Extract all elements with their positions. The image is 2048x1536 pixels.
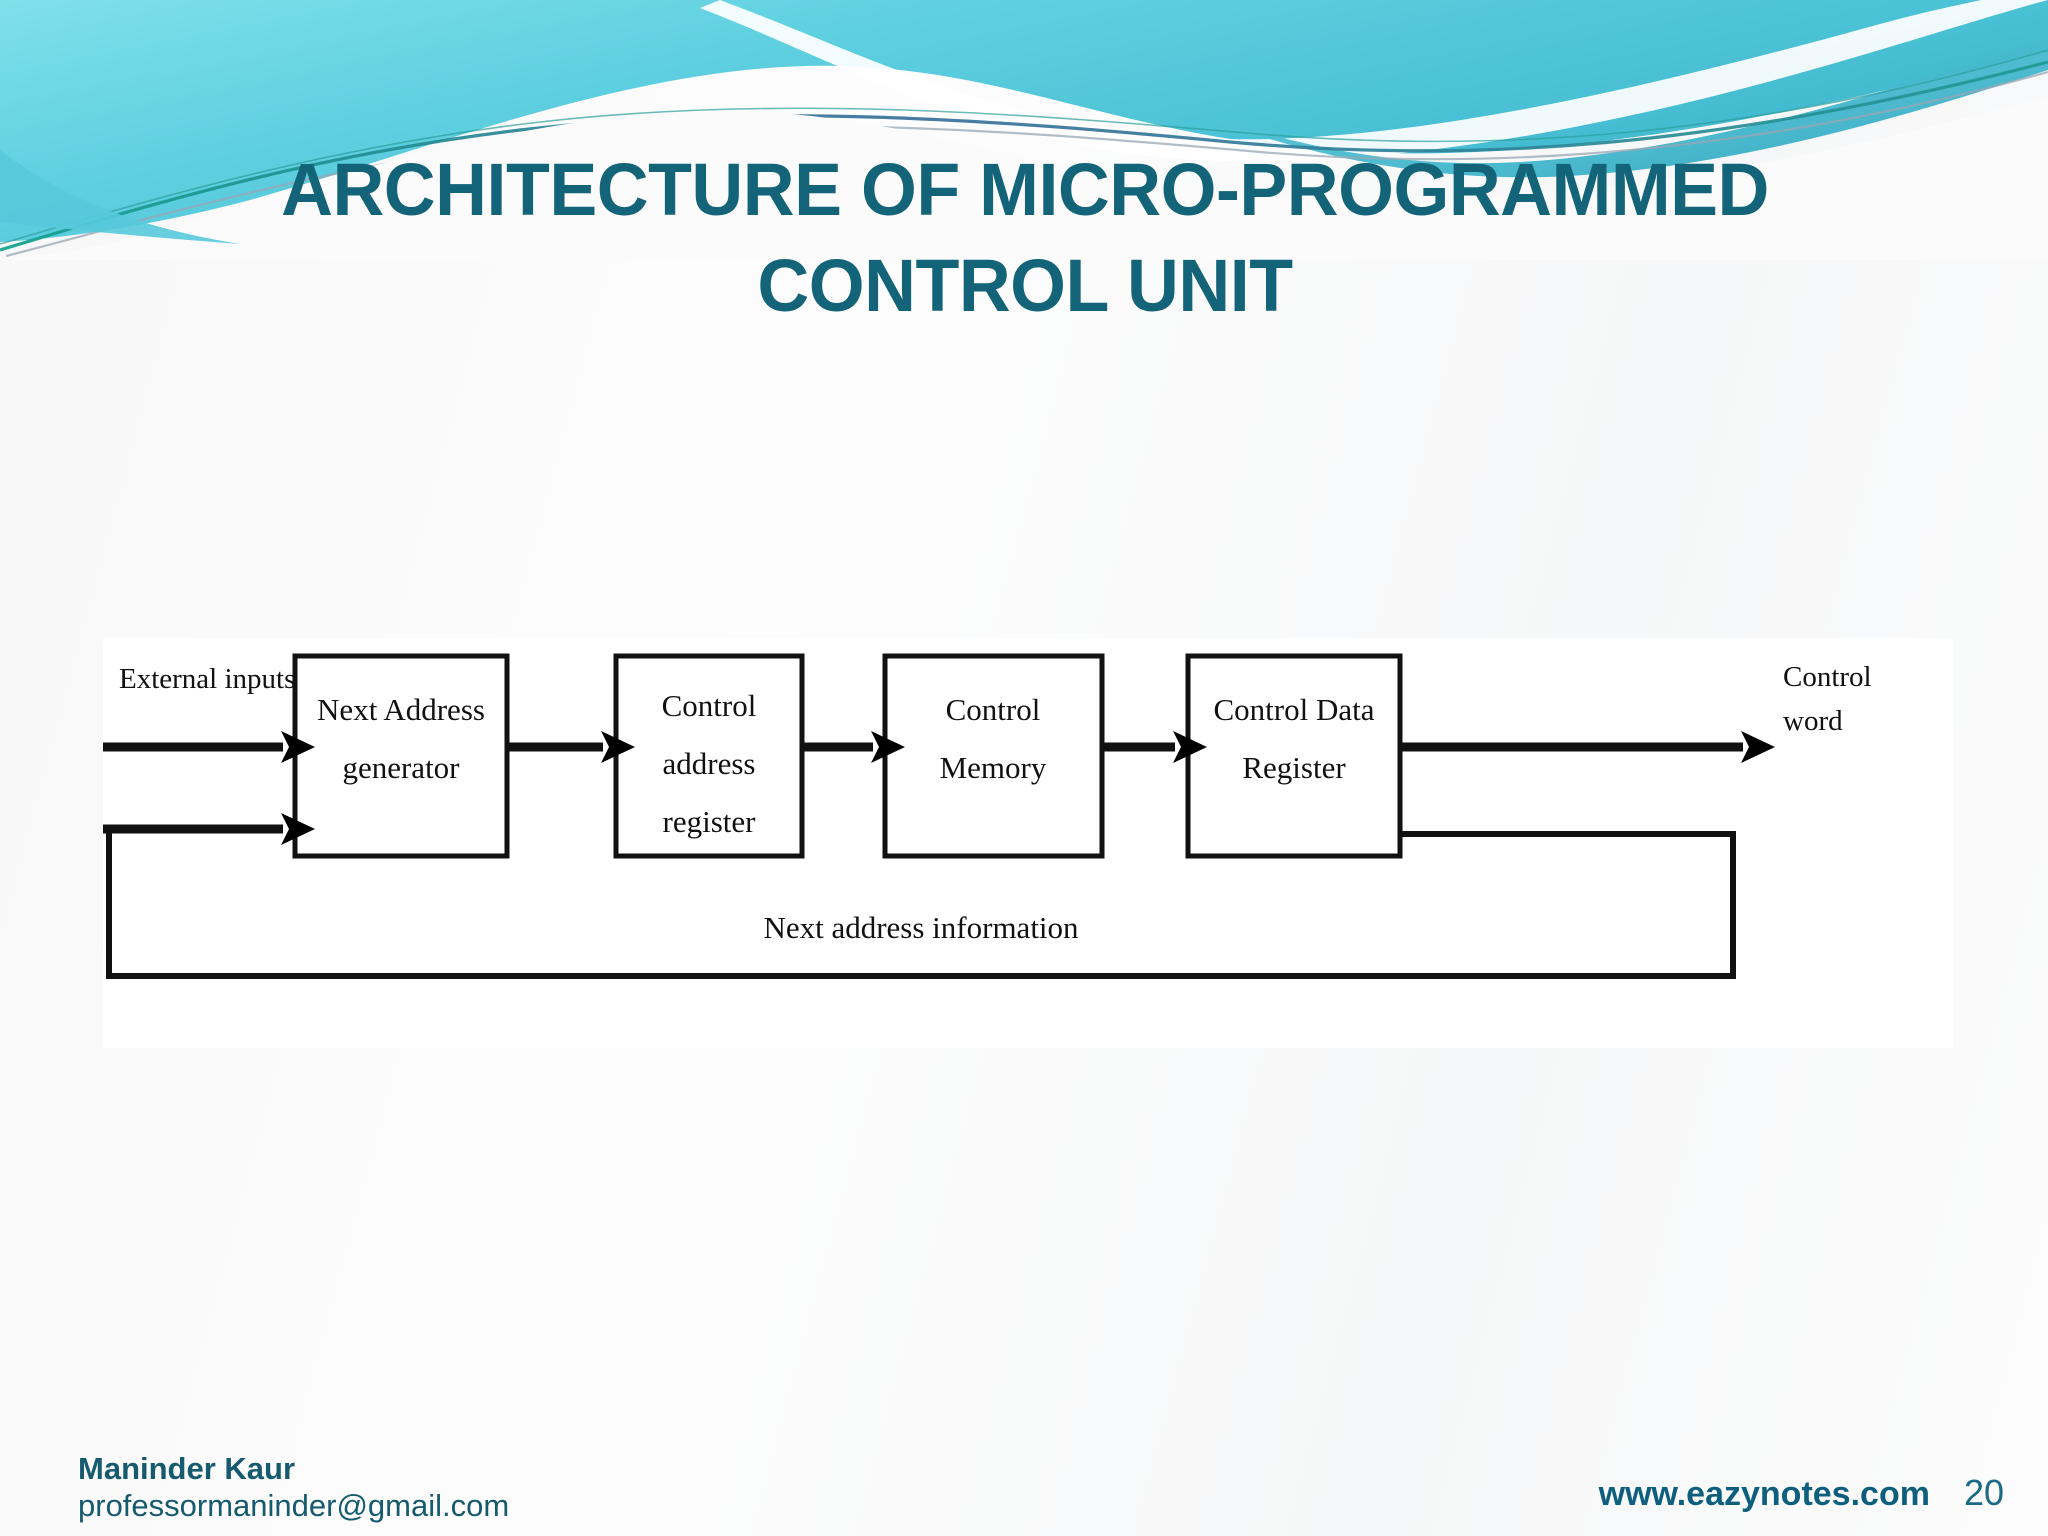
page-title-line-2: CONTROL UNIT bbox=[757, 244, 1293, 327]
feedback-bus-path bbox=[106, 829, 1736, 979]
block-label-next-address-generator-line-1: Next Address bbox=[317, 692, 485, 727]
block-label-control-data-register-line-1: Control Data bbox=[1214, 692, 1375, 727]
footer-page-number: 20 bbox=[1963, 1472, 2004, 1513]
architecture-block-diagram: External inputs Control word Next Addres… bbox=[103, 638, 1953, 1048]
wave-hairline-1 bbox=[0, 60, 2048, 252]
footer-site-block: www.eazynotes.com 20 bbox=[1599, 1472, 2004, 1514]
footer-website-link[interactable]: www.eazynotes.com bbox=[1598, 1475, 1930, 1513]
block-label-control-data-register-line-2: Register bbox=[1242, 750, 1346, 785]
block-label-control-address-register-line-2: address bbox=[663, 746, 756, 781]
control-word-label-line-2: word bbox=[1783, 705, 1843, 737]
wave-band-primary bbox=[0, 0, 2048, 242]
block-control-data-register bbox=[1185, 653, 1403, 859]
footer-author-email: professormaninder@gmail.com bbox=[78, 1488, 510, 1524]
block-label-control-memory-line-2: Memory bbox=[940, 750, 1047, 785]
footer-author-name: Maninder Kaur bbox=[78, 1451, 296, 1486]
wave-hairline-2 bbox=[5, 70, 2048, 258]
control-word-output-head bbox=[1741, 731, 1775, 763]
block-next-address-generator bbox=[292, 653, 510, 859]
block-control-memory bbox=[882, 653, 1105, 859]
wave-hairline-3 bbox=[0, 49, 2048, 245]
page-title-line-1: ARCHITECTURE OF MICRO-PROGRAMMED bbox=[281, 148, 1769, 231]
arrow-nag-to-car-head bbox=[601, 731, 635, 763]
wave-left-white-sweep bbox=[0, 96, 2048, 260]
external-input-arrow-top-head bbox=[281, 731, 315, 763]
block-label-next-address-generator-line-2: generator bbox=[342, 750, 460, 785]
header-wave-decoration bbox=[0, 0, 2048, 260]
block-label-control-address-register-line-3: register bbox=[663, 804, 757, 839]
feedback-bus-label: Next address information bbox=[763, 910, 1079, 945]
control-word-label-line-1: Control bbox=[1783, 661, 1872, 693]
wave-band-secondary bbox=[1190, 38, 2048, 178]
footer-author-block: Maninder Kaur professormaninder@gmail.co… bbox=[78, 1452, 509, 1523]
arrow-cm-to-cdr-head bbox=[1173, 731, 1207, 763]
feedback-input-arrow-head bbox=[281, 813, 315, 845]
page-title: ARCHITECTURE OF MICRO-PROGRAMMED CONTROL… bbox=[120, 142, 1930, 334]
block-label-control-address-register-line-1: Control bbox=[662, 688, 757, 723]
wave-ribbon-white bbox=[700, 0, 2048, 162]
external-inputs-label: External inputs bbox=[119, 663, 295, 695]
block-control-address-register bbox=[613, 653, 805, 859]
wave-left-accent bbox=[0, 150, 240, 244]
arrow-car-to-cm-head bbox=[871, 731, 905, 763]
block-label-control-memory-line-1: Control bbox=[946, 692, 1041, 727]
